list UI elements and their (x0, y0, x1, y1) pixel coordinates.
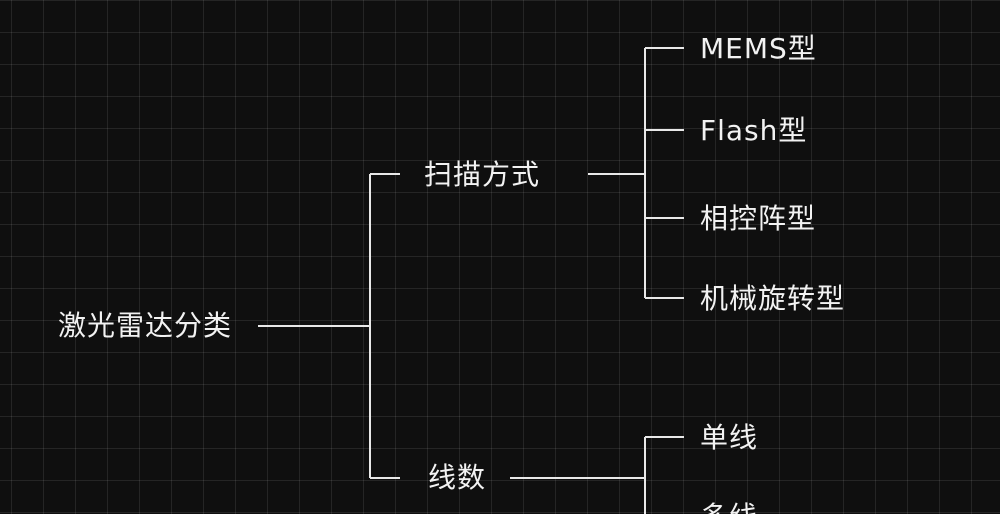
node-phased-array: 相控阵型 (700, 202, 817, 235)
node-mechanical-rotating: 机械旋转型 (700, 282, 846, 315)
node-multi-line: 多线 (700, 500, 758, 514)
node-flash: Flash型 (700, 114, 808, 147)
node-line-count: 线数 (428, 461, 487, 494)
node-mems: MEMS型 (700, 32, 817, 65)
node-scan-method: 扫描方式 (424, 158, 541, 191)
node-single-line: 单线 (700, 421, 759, 454)
node-lidar-classification: 激光雷达分类 (58, 309, 233, 342)
